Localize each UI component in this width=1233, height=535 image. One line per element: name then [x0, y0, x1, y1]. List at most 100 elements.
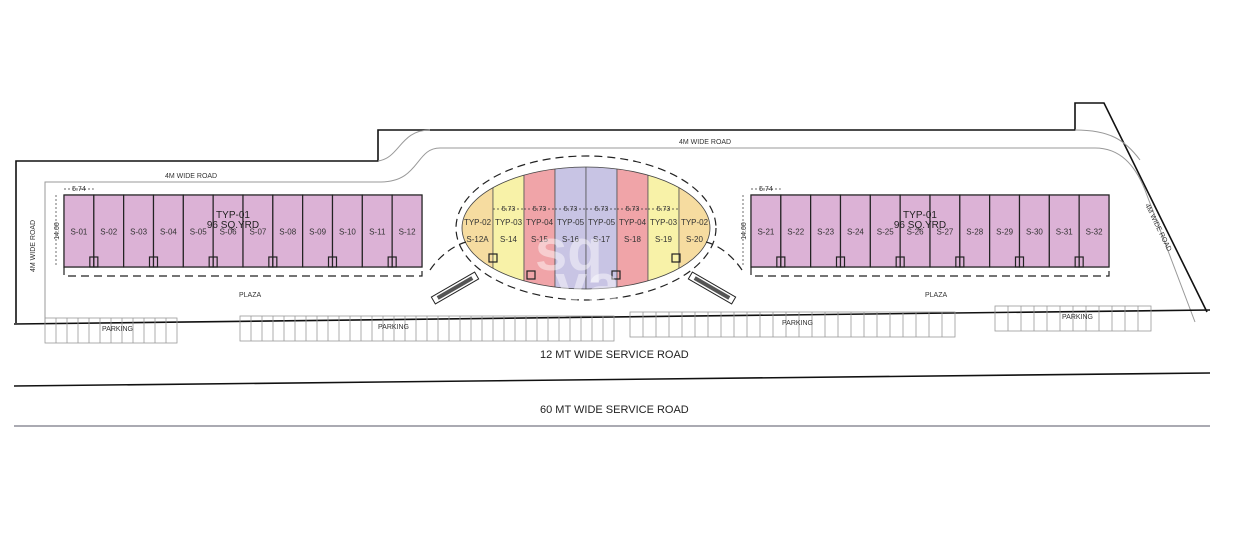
shop-unit[interactable]	[361, 194, 393, 268]
center-type-label: TYP-03	[650, 218, 678, 227]
shop-label: S-06	[220, 228, 237, 237]
center-shop-label: S-17	[593, 235, 610, 244]
shop-unit[interactable]	[780, 194, 812, 268]
shop-unit[interactable]	[750, 194, 782, 268]
shop-label: S-02	[100, 228, 117, 237]
shop-label: S-32	[1086, 228, 1103, 237]
parking-label: PARKING	[102, 326, 133, 333]
shop-unit[interactable]	[152, 194, 184, 268]
center-oval-outline	[461, 166, 711, 290]
shaft-icon	[488, 253, 498, 263]
depth-dimension: 14.00	[741, 222, 748, 240]
shop-unit[interactable]	[929, 194, 961, 268]
top-left-road-label: 4M WIDE ROAD	[165, 173, 217, 180]
plaza-right-label: PLAZA	[925, 292, 948, 299]
shop-label: S-21	[757, 228, 774, 237]
center-type-label: TYP-05	[557, 218, 585, 227]
block-frontage	[63, 267, 423, 277]
shop-unit[interactable]	[1018, 194, 1050, 268]
center-shop-label: S-12A	[466, 235, 489, 244]
outer-road-edge	[377, 129, 431, 162]
center-dimension: 5.73	[502, 206, 516, 213]
shop-label: S-25	[877, 228, 894, 237]
ramp-right	[687, 271, 737, 305]
shaft-icon	[526, 270, 536, 280]
area-label: 96 SQ.YRD	[207, 220, 259, 231]
center-shop-label: S-15	[531, 235, 548, 244]
type-label: TYP-01	[903, 210, 937, 221]
watermark: sq	[535, 218, 603, 283]
shop-unit[interactable]	[391, 194, 423, 268]
right-road-label: 4M WIDE ROAD	[1143, 203, 1172, 253]
shop-unit[interactable]	[959, 194, 991, 268]
shaft-icon	[671, 253, 681, 263]
shop-label: S-08	[279, 228, 296, 237]
width-dimension: 5.74	[72, 186, 86, 193]
center-shop-unit[interactable]	[554, 160, 587, 300]
site-boundary	[15, 102, 1208, 323]
center-dimension: 5.73	[533, 206, 547, 213]
service-road-60-label: 60 MT WIDE SERVICE ROAD	[540, 404, 689, 416]
center-dimension: 5.73	[564, 206, 578, 213]
watermark: ya	[555, 253, 620, 318]
shop-label: S-23	[817, 228, 834, 237]
plaza-left-label: PLAZA	[239, 292, 262, 299]
shop-unit[interactable]	[839, 194, 871, 268]
shop-label: S-11	[369, 228, 386, 237]
center-shop-unit[interactable]	[647, 160, 680, 300]
road-curve-right	[1074, 129, 1141, 161]
center-shop-label: S-14	[500, 235, 517, 244]
service-road-line-mid	[13, 372, 1211, 387]
shop-label: S-26	[907, 228, 924, 237]
shop-label: S-10	[339, 228, 356, 237]
parking-label: PARKING	[782, 320, 813, 327]
inner-road-edge	[44, 147, 1196, 323]
block-frontage	[750, 267, 1110, 277]
shop-label: S-27	[936, 228, 953, 237]
walkway-left	[429, 241, 467, 271]
shop-label: S-12	[399, 228, 416, 237]
top-road-label: 4M WIDE ROAD	[679, 139, 731, 146]
center-shop-label: S-19	[655, 235, 672, 244]
center-shop-label: S-20	[686, 235, 703, 244]
shop-unit[interactable]	[212, 194, 244, 268]
shop-unit[interactable]	[810, 194, 842, 268]
center-shop-unit[interactable]	[616, 160, 649, 300]
walkway-right	[705, 241, 743, 271]
service-road-line-top	[13, 309, 1211, 325]
shop-label: S-03	[130, 228, 147, 237]
center-dimension: 5.73	[657, 206, 671, 213]
center-shop-unit[interactable]	[523, 160, 556, 300]
center-shop-label: S-16	[562, 235, 579, 244]
shop-unit[interactable]	[899, 194, 931, 268]
shop-label: S-05	[190, 228, 207, 237]
center-type-label: TYP-03	[495, 218, 523, 227]
width-dimension: 5.74	[759, 186, 773, 193]
shop-unit[interactable]	[182, 194, 214, 268]
shop-label: S-29	[996, 228, 1013, 237]
shop-label: S-22	[787, 228, 804, 237]
shop-label: S-31	[1056, 228, 1073, 237]
center-shop-unit[interactable]	[492, 160, 525, 300]
center-type-label: TYP-02	[681, 218, 709, 227]
center-dimension: 5.73	[626, 206, 640, 213]
shop-label: S-09	[309, 228, 326, 237]
shop-unit[interactable]	[302, 194, 334, 268]
type-label: TYP-01	[216, 210, 250, 221]
shop-unit[interactable]	[1078, 194, 1110, 268]
shop-unit[interactable]	[242, 194, 274, 268]
center-shop-label: S-18	[624, 235, 641, 244]
shop-label: S-24	[847, 228, 864, 237]
center-shop-block	[462, 160, 710, 300]
shop-label: S-01	[70, 228, 87, 237]
depth-dimension: 14.00	[54, 222, 61, 240]
shop-unit[interactable]	[272, 194, 304, 268]
area-label: 96 SQ.YRD	[894, 220, 946, 231]
parking-lot	[629, 311, 956, 338]
left-road-label: 4M WIDE ROAD	[30, 220, 37, 272]
shop-unit[interactable]	[331, 194, 363, 268]
